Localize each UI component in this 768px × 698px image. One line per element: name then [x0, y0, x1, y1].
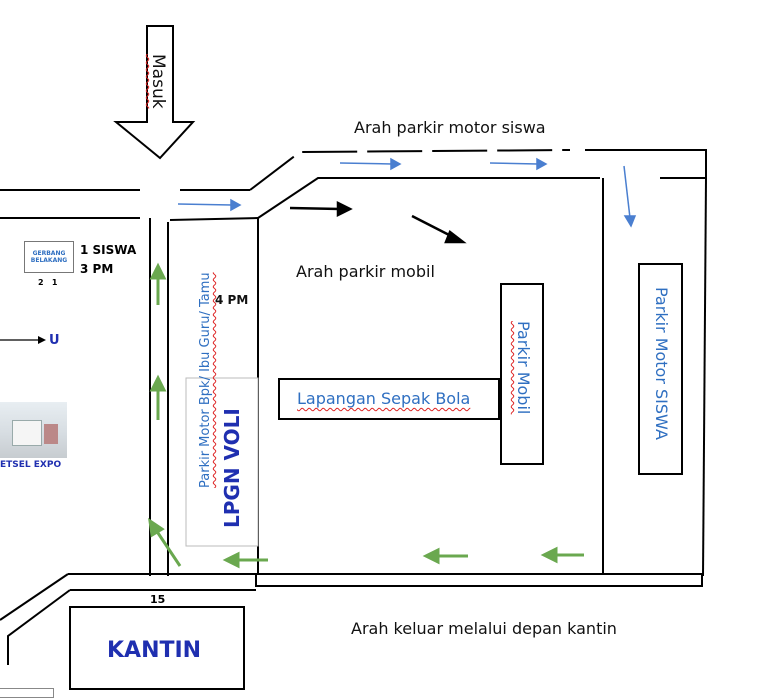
green-arrows [148, 262, 584, 569]
siswa-label: 1 SISWA [80, 243, 137, 257]
kantin-box: KANTIN [69, 606, 245, 690]
blue-arrows [177, 157, 637, 228]
parkir-mobil-label: Parkir Mobil [514, 321, 533, 415]
lapangan-label: Lapangan Sepak Bola [297, 389, 471, 408]
masuk-label: Masuk [148, 54, 168, 109]
lpgn-voli-label: LPGN VOLI [220, 408, 244, 528]
u-label: U [49, 333, 60, 348]
gerbang-sign: GERBANG BELAKANG [24, 241, 74, 273]
pm-label: 4 PM [215, 293, 249, 307]
lapangan-box: Lapangan Sepak Bola [278, 378, 500, 420]
arah-keluar-label: Arah keluar melalui depan kantin [351, 619, 617, 638]
kantin-label: KANTIN [107, 638, 202, 663]
parkir-motor-siswa-box: Parkir Motor SISWA [638, 263, 683, 475]
expo-image [0, 402, 67, 458]
parkir-motor-guru-label: Parkir Motor Bpk/ Ibu Guru/ Tamu [198, 272, 213, 488]
arah-motor-siswa-label: Arah parkir motor siswa [354, 118, 546, 137]
gerbang-numbers: 2 1 [38, 278, 58, 287]
bottom-left-box [0, 688, 54, 698]
number-15: 15 [150, 593, 166, 606]
expo-label: ETSEL EXPO [0, 460, 62, 470]
parkir-mobil-box: Parkir Mobil [500, 283, 544, 465]
siswa-time: 3 PM [80, 262, 114, 276]
black-arrows [289, 200, 467, 244]
masuk-arrow [113, 25, 196, 160]
arah-mobil-label: Arah parkir mobil [296, 262, 435, 281]
parkir-motor-siswa-label: Parkir Motor SISWA [652, 287, 671, 440]
